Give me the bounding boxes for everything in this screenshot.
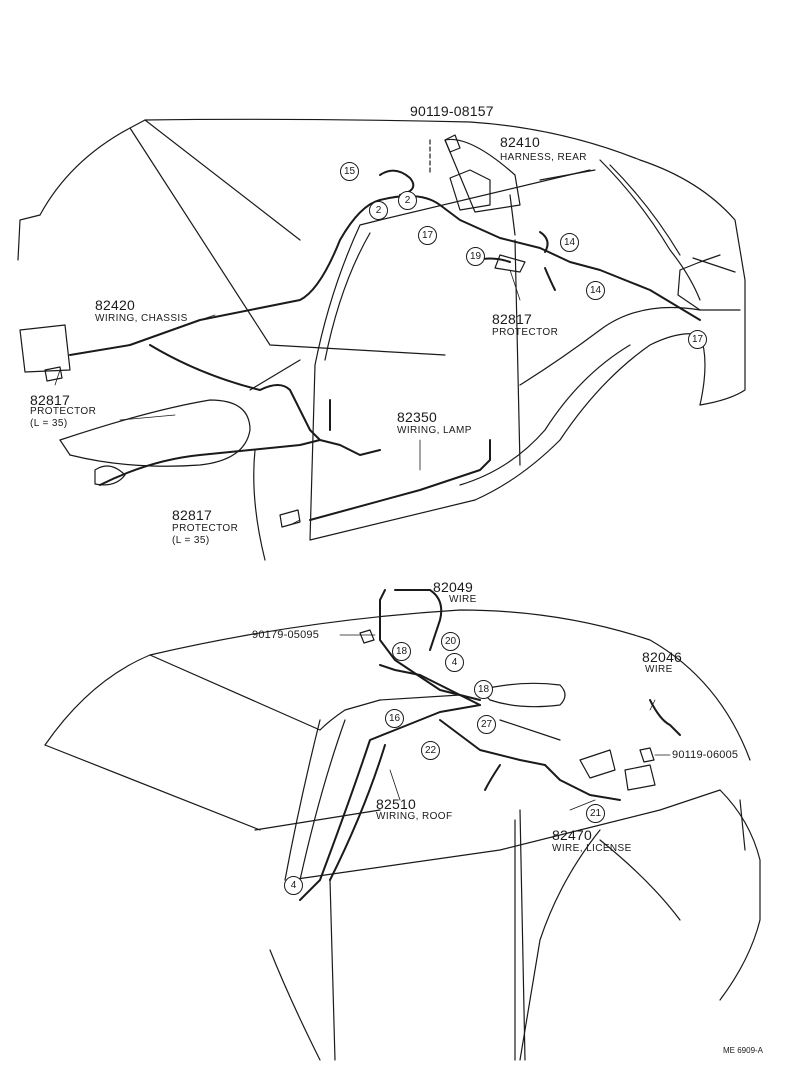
callout-21: 21 bbox=[586, 804, 605, 823]
protector-pad bbox=[494, 254, 526, 273]
callout-20: 20 bbox=[441, 632, 460, 651]
part-number-82420: 82420 bbox=[95, 297, 135, 313]
callout-27: 27 bbox=[477, 715, 496, 734]
callout-4: 4 bbox=[445, 653, 464, 672]
part-desc-82350: WIRING, LAMP bbox=[397, 425, 472, 436]
top-wiring bbox=[69, 169, 701, 521]
part-note-82817-c: (L = 35) bbox=[172, 535, 210, 546]
callout-2: 2 bbox=[398, 191, 417, 210]
part-desc-82410: HARNESS, REAR bbox=[500, 152, 587, 163]
part-number-82049: 82049 bbox=[433, 579, 473, 595]
callout-22: 22 bbox=[421, 741, 440, 760]
part-desc-82420: WIRING, CHASSIS bbox=[95, 313, 188, 324]
part-desc-82817-b: PROTECTOR bbox=[30, 406, 97, 417]
part-number-82410: 82410 bbox=[500, 134, 540, 150]
part-number-82510: 82510 bbox=[376, 796, 416, 812]
callout-17: 17 bbox=[688, 330, 707, 349]
part-desc-82049: WIRE bbox=[449, 594, 477, 605]
bottom-wiring bbox=[299, 589, 681, 901]
part-desc-82510: WIRING, ROOF bbox=[376, 811, 453, 822]
part-number-90179-05095: 90179-05095 bbox=[252, 629, 320, 641]
bottom-car-body bbox=[44, 609, 761, 1061]
fasteners bbox=[19, 134, 655, 763]
bottom-leader-lines bbox=[339, 589, 671, 811]
part-number-90119-08157: 90119-08157 bbox=[410, 103, 494, 119]
callout-14: 14 bbox=[560, 233, 579, 252]
part-desc-82470: WIRE, LICENSE bbox=[552, 843, 632, 854]
part-number-82046: 82046 bbox=[642, 649, 682, 665]
top-leader-lines bbox=[54, 269, 521, 526]
top-car-body bbox=[17, 118, 746, 561]
part-number-82817-c: 82817 bbox=[172, 507, 212, 523]
part-note-82817-b: (L = 35) bbox=[30, 418, 68, 429]
part-number-82817-b: 82817 bbox=[30, 392, 70, 408]
drawing-reference: ME 6909-A bbox=[723, 1046, 764, 1055]
callout-18: 18 bbox=[392, 642, 411, 661]
part-number-90119-06005: 90119-06005 bbox=[672, 749, 739, 761]
callout-2: 2 bbox=[369, 201, 388, 220]
part-desc-82817-a: PROTECTOR bbox=[492, 327, 559, 338]
callout-15: 15 bbox=[340, 162, 359, 181]
callout-14: 14 bbox=[586, 281, 605, 300]
callout-4: 4 bbox=[284, 876, 303, 895]
callout-19: 19 bbox=[466, 247, 485, 266]
callout-18: 18 bbox=[474, 680, 493, 699]
part-desc-82046: WIRE bbox=[645, 664, 673, 675]
part-number-82350: 82350 bbox=[397, 409, 437, 425]
part-number-82470: 82470 bbox=[552, 827, 592, 843]
callout-16: 16 bbox=[385, 709, 404, 728]
part-number-82817-a: 82817 bbox=[492, 311, 532, 327]
callout-17: 17 bbox=[418, 226, 437, 245]
part-desc-82817-c: PROTECTOR bbox=[172, 523, 239, 534]
